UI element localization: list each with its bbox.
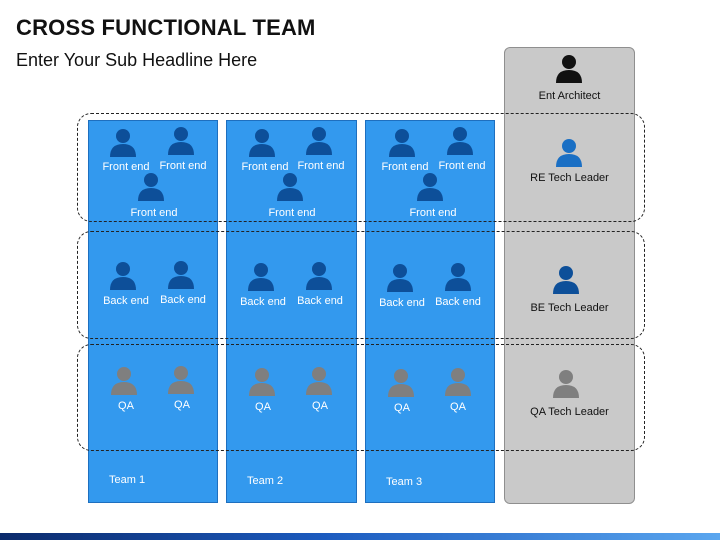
page-title: CROSS FUNCTIONAL TEAM xyxy=(16,15,316,40)
qa-tech-leader-person-icon xyxy=(551,368,581,398)
re-tech-leader-label: RE Tech Leader xyxy=(530,172,609,184)
qa-person-icon xyxy=(386,367,416,397)
page-subtitle: Enter Your Sub Headline Here xyxy=(16,50,258,70)
member-label: Back end xyxy=(160,294,206,306)
member-label: QA xyxy=(312,400,328,412)
ent-architect-label: Ent Architect xyxy=(538,90,601,102)
qa-person-icon xyxy=(166,364,196,394)
member-label: QA xyxy=(255,401,271,413)
member-label: Front end xyxy=(268,207,316,219)
member-label: QA xyxy=(174,399,190,411)
qa-person-icon xyxy=(443,366,473,396)
backend-person-icon xyxy=(385,262,415,292)
team-name: Team 3 xyxy=(386,476,423,488)
backend-person-icon xyxy=(108,260,138,290)
member-label: QA xyxy=(118,400,134,412)
frontend-person-icon xyxy=(304,125,334,155)
member-label: Back end xyxy=(297,295,343,307)
backend-person-icon xyxy=(166,259,196,289)
backend-person-icon xyxy=(246,261,276,291)
footer-bar xyxy=(0,533,720,540)
backend-person-icon xyxy=(304,260,334,290)
member-label: Front end xyxy=(297,160,345,172)
ent-architect-person-icon xyxy=(554,53,584,83)
frontend-person-icon xyxy=(415,171,445,201)
team-name: Team 2 xyxy=(247,475,284,487)
member-label: Front end xyxy=(241,161,289,173)
frontend-band xyxy=(77,113,645,222)
member-label: QA xyxy=(450,401,466,413)
member-label: Front end xyxy=(409,207,457,219)
member-label: Front end xyxy=(130,207,178,219)
frontend-person-icon xyxy=(247,127,277,157)
be-tech-leader-label: BE Tech Leader xyxy=(530,302,609,314)
member-label: Back end xyxy=(379,297,425,309)
member-label: Front end xyxy=(438,160,486,172)
frontend-person-icon xyxy=(445,125,475,155)
be-tech-leader-person-icon xyxy=(551,264,581,294)
frontend-person-icon xyxy=(136,171,166,201)
member-label: Front end xyxy=(102,161,150,173)
re-tech-leader-person-icon xyxy=(554,137,584,167)
qa-person-icon xyxy=(247,366,277,396)
backend-person-icon xyxy=(443,261,473,291)
member-label: QA xyxy=(394,402,410,414)
qa-person-icon xyxy=(304,365,334,395)
frontend-person-icon xyxy=(108,127,138,157)
qa-band xyxy=(77,344,645,451)
frontend-person-icon xyxy=(275,171,305,201)
member-label: Front end xyxy=(159,160,207,172)
qa-person-icon xyxy=(109,365,139,395)
qa-tech-leader-label: QA Tech Leader xyxy=(530,406,609,418)
backend-band xyxy=(77,231,645,339)
member-label: Back end xyxy=(435,296,481,308)
member-label: Back end xyxy=(103,295,149,307)
team-name: Team 1 xyxy=(109,474,146,486)
frontend-person-icon xyxy=(166,125,196,155)
member-label: Back end xyxy=(240,296,286,308)
member-label: Front end xyxy=(381,161,429,173)
frontend-person-icon xyxy=(387,127,417,157)
